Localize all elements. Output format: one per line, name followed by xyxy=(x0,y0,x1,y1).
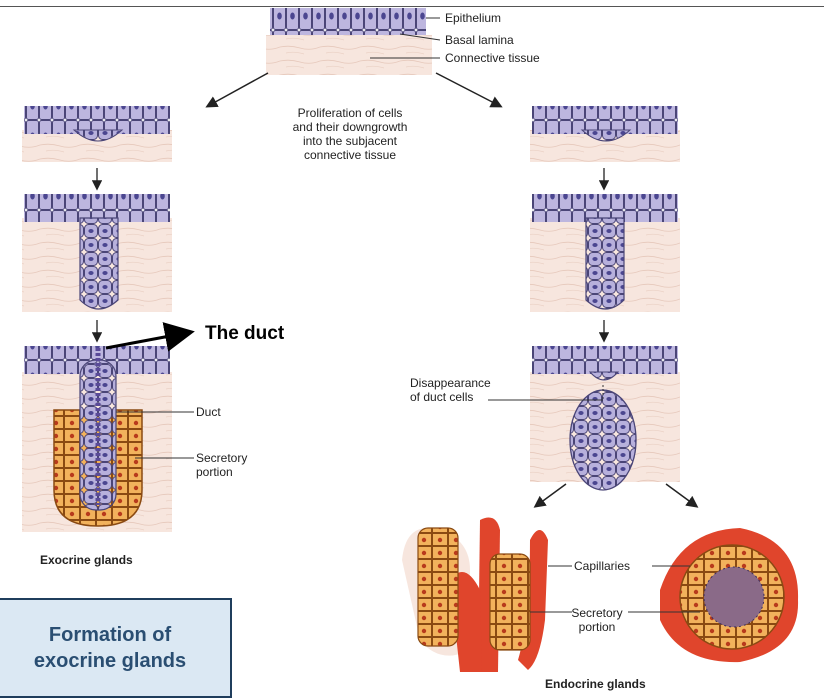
proliferation-line-4: connective tissue xyxy=(270,148,430,162)
label-secretory-portion: Secretory portion xyxy=(196,451,247,479)
label-basal-lamina: Basal lamina xyxy=(445,33,514,47)
right-stage-1 xyxy=(530,106,680,162)
left-stage-1 xyxy=(22,106,172,162)
label-proliferation: Proliferation of cells and their downgro… xyxy=(270,106,430,162)
endocrine-follicle xyxy=(628,528,798,662)
secretory-line-2: portion xyxy=(196,465,247,479)
left-stage-3-exocrine xyxy=(22,346,194,532)
label-connective-tissue: Connective tissue xyxy=(445,51,540,65)
secretory-line-1: Secretory xyxy=(196,451,247,465)
proliferation-line-2: and their downgrowth xyxy=(270,120,430,134)
the-duct-annotation: The duct xyxy=(205,323,284,345)
right-stage-2 xyxy=(530,194,680,312)
label-duct: Duct xyxy=(196,405,221,419)
right-stage-3-duct-loss xyxy=(488,346,680,490)
endocrine-secretory-line-2: portion xyxy=(562,620,632,634)
endocrine-cords xyxy=(402,518,572,672)
disappearance-line-1: Disappearance xyxy=(410,376,491,390)
label-epithelium: Epithelium xyxy=(445,11,501,25)
label-capillaries: Capillaries xyxy=(574,559,630,573)
label-exocrine-glands: Exocrine glands xyxy=(40,553,133,567)
caption-box: Formation of exocrine glands xyxy=(0,598,232,698)
left-stage-2 xyxy=(22,194,172,312)
label-endocrine-secretory: Secretory portion xyxy=(562,606,632,634)
top-epithelium-block xyxy=(266,8,440,75)
endocrine-secretory-line-1: Secretory xyxy=(562,606,632,620)
proliferation-line-3: into the subjacent xyxy=(270,134,430,148)
label-endocrine-glands: Endocrine glands xyxy=(545,677,646,691)
label-disappearance: Disappearance of duct cells xyxy=(410,376,491,404)
caption-line-2: exocrine glands xyxy=(0,648,230,674)
proliferation-line-1: Proliferation of cells xyxy=(270,106,430,120)
disappearance-line-2: of duct cells xyxy=(410,390,491,404)
caption-line-1: Formation of xyxy=(0,622,230,648)
